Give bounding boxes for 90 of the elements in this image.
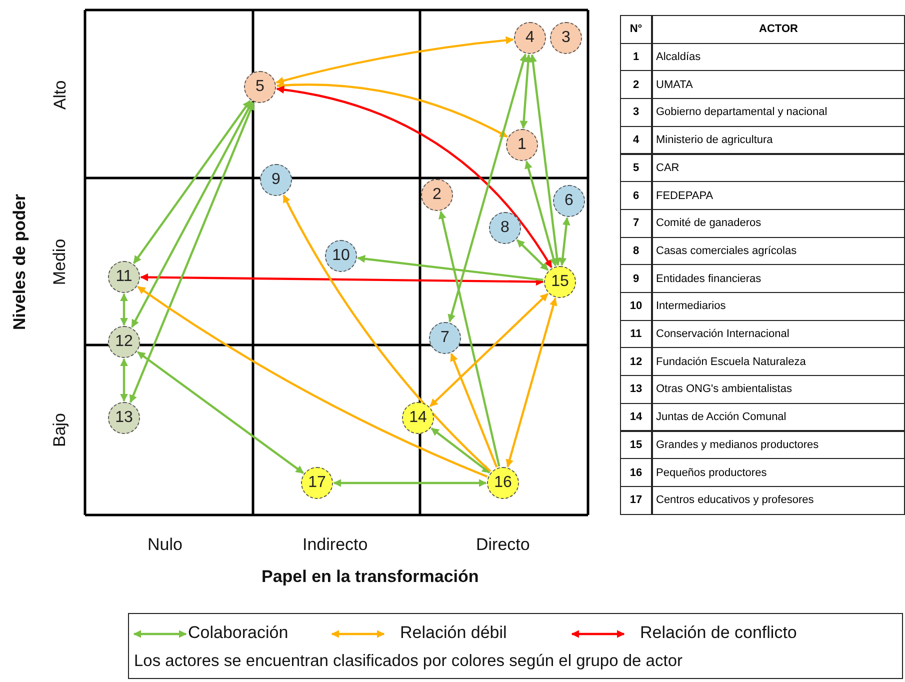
relation-arrow [357, 254, 544, 282]
actor-name: Intermediarios [652, 292, 905, 321]
relation-arrow [558, 217, 570, 266]
actor-number: 9 [620, 264, 652, 293]
relation-arrow [140, 273, 544, 286]
legend-label: Colaboración [188, 623, 288, 643]
relation-arrow [282, 194, 492, 472]
actor-number: 1 [620, 42, 652, 72]
actor-number: 17 [620, 486, 652, 515]
actor-circle: 13 [108, 402, 140, 434]
actor-name: FEDEPAPA [652, 181, 905, 210]
actor-number: 8 [620, 236, 652, 266]
actor-name: Ministerio de agricultura [652, 126, 905, 154]
actor-number: 13 [620, 375, 652, 404]
actor-name: UMATA [652, 70, 905, 100]
actor-name: Casas comerciales agrícolas [652, 236, 905, 266]
legend-note: Los actores se encuentran clasificados por colores según el grupo de actor [134, 652, 682, 671]
actor-circle: 15 [544, 266, 576, 298]
actor-name: Otras ONG's ambientalistas [652, 375, 905, 404]
actor-circle: 7 [429, 322, 461, 354]
actor-number: 14 [620, 402, 652, 432]
axis-title: Niveles de poder [10, 194, 30, 330]
actor-number: 4 [620, 126, 652, 154]
actor-circle: 16 [487, 467, 519, 499]
actor-name: Entidades financieras [652, 264, 905, 293]
relation-arrow [516, 239, 549, 271]
actor-circle: 1 [506, 129, 538, 161]
relation-arrow [528, 54, 562, 266]
actor-name: Centros educativos y profesores [652, 486, 905, 515]
actor-circle: 8 [489, 212, 521, 244]
actor-name: Alcaldías [652, 42, 905, 72]
axis-tick-label: Alto [50, 80, 70, 110]
relation-arrow [133, 100, 251, 264]
relation-arrow [120, 293, 128, 326]
actor-number: 2 [620, 70, 652, 100]
actor-circle: 12 [108, 326, 140, 358]
relation-arrow [333, 479, 487, 487]
actor-name: CAR [652, 154, 905, 182]
actor-number: 15 [620, 430, 652, 460]
relation-arrow [137, 351, 304, 474]
relation-arrow [520, 54, 532, 129]
actor-name: Pequeños productores [652, 458, 905, 487]
actor-name: Comité de ganaderos [652, 208, 905, 238]
relation-arrow [276, 36, 514, 85]
axis-tick-label: Indirecto [302, 535, 368, 555]
axis-tick-label: Directo [476, 535, 530, 555]
actor-circle: 4 [514, 22, 546, 54]
relation-arrow [276, 81, 508, 138]
actor-circle: 10 [325, 240, 357, 272]
actor-circle: 5 [244, 71, 276, 103]
actor-name: Grandes y medianos productores [652, 430, 905, 460]
relation-arrow [276, 86, 552, 268]
actor-name: Fundación Escuela Naturaleza [652, 347, 905, 376]
axis-tick-label: Bajo [50, 412, 70, 448]
actor-circle: 3 [550, 22, 582, 54]
actor-number: 6 [620, 181, 652, 210]
actor-number: 5 [620, 154, 652, 182]
actor-circle: 6 [553, 185, 585, 217]
actor-name: Juntas de Acción Comunal [652, 402, 905, 432]
actor-circle: 17 [301, 467, 333, 499]
actor-circle: 11 [108, 261, 140, 293]
axis-tick-label: Medio [50, 238, 70, 286]
actor-number: 11 [620, 320, 652, 348]
actor-circle: 2 [421, 179, 453, 211]
relation-arrow [506, 298, 558, 468]
column-header: ACTOR [652, 15, 905, 44]
actor-number: 12 [620, 347, 652, 376]
actor-number: 10 [620, 292, 652, 321]
axis-tick-label: Nulo [148, 535, 182, 555]
relation-arrow [430, 292, 548, 408]
actor-number: 16 [620, 458, 652, 487]
column-header: N° [620, 15, 652, 44]
relation-arrow [137, 286, 488, 478]
relation-arrow [120, 358, 128, 402]
actor-circle: 9 [260, 164, 292, 196]
legend-label: Relación de conflicto [640, 623, 797, 643]
relation-arrow [131, 101, 253, 328]
relation-arrow [430, 427, 490, 474]
actor-circle: 14 [402, 402, 434, 434]
relation-arrow [448, 54, 528, 322]
legend-label: Relación débil [400, 623, 507, 643]
relation-arrow [438, 210, 500, 467]
actor-name: Conservación Internacional [652, 320, 905, 348]
actor-number: 3 [620, 98, 652, 127]
actor-name: Gobierno departamental y nacional [652, 98, 905, 127]
relation-arrow [524, 160, 558, 266]
relation-arrow [450, 353, 498, 468]
relation-arrow [129, 102, 255, 404]
actor-number: 7 [620, 208, 652, 238]
axis-title: Papel en la transformación [262, 567, 479, 587]
